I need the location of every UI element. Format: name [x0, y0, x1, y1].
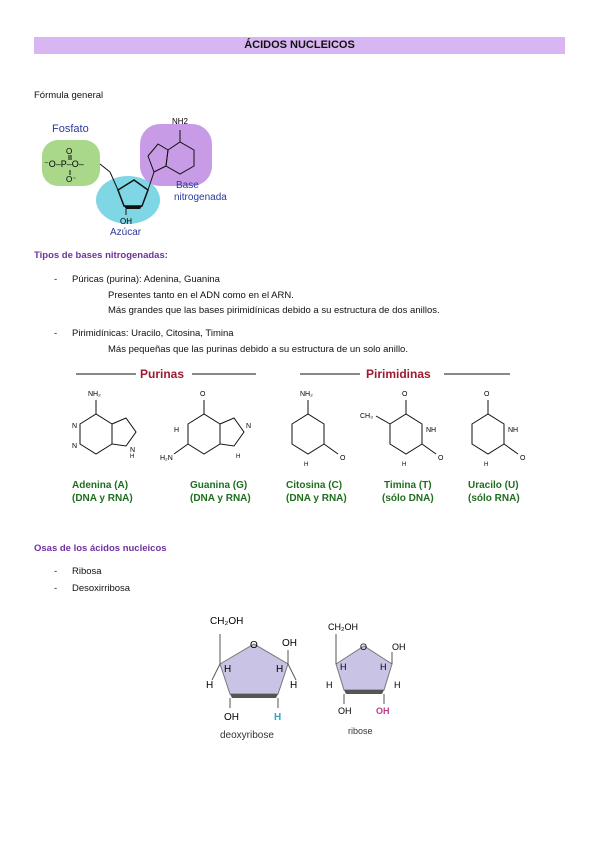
- phosphate-label: Fosfato: [52, 123, 89, 135]
- pirimidinas-label: Pirimidinas: [366, 367, 431, 381]
- svg-text:H: H: [224, 664, 231, 675]
- base-label-2: nitrogenada: [174, 192, 227, 203]
- svg-text:OH: OH: [282, 638, 297, 649]
- ribose-label: ribose: [348, 726, 373, 736]
- bases-item-purines-line-1: Presentes tanto en el ADN como en el ARN…: [108, 290, 294, 301]
- svg-text:H: H: [380, 662, 387, 672]
- base-name: Timina (T): [384, 480, 432, 491]
- bases-item-purines-line-2: Más grandes que las bases pirimidínicas …: [108, 305, 440, 316]
- svg-text:N: N: [246, 423, 251, 430]
- bullet-dash: -: [54, 328, 58, 339]
- base-sub: (DNA y RNA): [190, 493, 251, 504]
- phosphate-blob: [42, 140, 100, 186]
- base-sub: (sólo RNA): [468, 493, 520, 504]
- svg-text:O: O: [250, 640, 258, 651]
- cytosine-structure: [291, 400, 339, 455]
- svg-text:H: H: [206, 680, 213, 691]
- osas-item-ribosa: Ribosa: [72, 566, 102, 577]
- svg-text:N: N: [130, 447, 135, 454]
- svg-text:OH: OH: [392, 642, 406, 652]
- svg-text:H: H: [236, 454, 240, 460]
- svg-text:H: H: [290, 680, 297, 691]
- svg-text:H: H: [340, 662, 347, 672]
- svg-text:NH₂: NH₂: [88, 391, 101, 398]
- svg-text:H: H: [304, 462, 308, 468]
- svg-text:N: N: [72, 443, 77, 450]
- svg-text:H: H: [130, 454, 134, 460]
- svg-text:O: O: [200, 391, 206, 398]
- bases-item-pyrimidines-title: Pirimidínicas: Uracilo, Citosina, Timina: [72, 328, 234, 339]
- general-formula-label: Fórmula general: [34, 90, 104, 101]
- base-sub: (DNA y RNA): [286, 493, 347, 504]
- base-sub: (DNA y RNA): [72, 493, 133, 504]
- adenine-structure: [79, 400, 137, 455]
- base-nh2: NH2: [172, 117, 189, 126]
- svg-text:H: H: [274, 712, 281, 723]
- base-name: Guanina (G): [190, 480, 247, 491]
- bullet-dash: -: [54, 566, 58, 577]
- bases-item-purines-title: Púricas (purina): Adenina, Guanina: [72, 274, 220, 285]
- svg-text:OH: OH: [338, 706, 352, 716]
- svg-text:CH₂OH: CH₂OH: [210, 616, 243, 627]
- svg-text:H: H: [394, 680, 401, 690]
- base-blob: [140, 124, 212, 186]
- svg-text:OH: OH: [224, 712, 239, 723]
- svg-text:H: H: [402, 462, 406, 468]
- svg-text:CH₂OH: CH₂OH: [328, 622, 358, 632]
- base-sub: (sólo DNA): [382, 493, 434, 504]
- svg-text:H: H: [174, 427, 179, 434]
- svg-text:O: O: [340, 455, 346, 462]
- svg-text:O: O: [520, 455, 526, 462]
- sugar-oh: OH: [120, 217, 132, 226]
- purinas-label: Purinas: [140, 367, 184, 381]
- sugar-label: Azúcar: [110, 227, 142, 238]
- base-name: Uracilo (U): [468, 480, 519, 491]
- bullet-dash: -: [54, 274, 58, 285]
- nucleotide-figure: Fosfato Azúcar Base nitrogenada ⁻O–P–O– …: [42, 117, 227, 238]
- bases-figure: Purinas Pirimidinas NH₂ N N N H O H H₂N …: [72, 367, 526, 504]
- base-name: Adenina (A): [72, 480, 128, 491]
- page-title: ÁCIDOS NUCLEICOS: [34, 37, 565, 54]
- bases-item-pyrimidines-line-1: Más pequeñas que las purinas debido a su…: [108, 344, 408, 355]
- ribose-structure: [335, 634, 393, 704]
- uracil-structure: [471, 400, 519, 455]
- bullet-dash: -: [54, 583, 58, 594]
- svg-text:O: O: [402, 391, 408, 398]
- base-label-1: Base: [176, 180, 199, 191]
- svg-text:OH: OH: [376, 706, 390, 716]
- sugars-figure: CH₂OH O OH H H H H OH H deoxyribose CH₂O…: [206, 616, 406, 741]
- svg-text:NH₂: NH₂: [300, 391, 313, 398]
- bases-heading: Tipos de bases nitrogenadas:: [34, 250, 168, 261]
- svg-text:O: O: [438, 455, 444, 462]
- svg-text:O: O: [484, 391, 490, 398]
- deoxyribose-label: deoxyribose: [220, 730, 274, 741]
- svg-text:H: H: [326, 680, 333, 690]
- svg-text:NH: NH: [426, 427, 436, 434]
- svg-text:N: N: [72, 423, 77, 430]
- deoxyribose-structure: [211, 634, 297, 708]
- svg-text:H: H: [484, 462, 488, 468]
- thymine-structure: [375, 400, 437, 455]
- svg-text:NH: NH: [508, 427, 518, 434]
- svg-text:H: H: [276, 664, 283, 675]
- osas-heading: Osas de los ácidos nucleicos: [34, 543, 167, 554]
- osas-item-desoxirribosa: Desoxirribosa: [72, 583, 131, 594]
- guanine-structure: [173, 400, 245, 455]
- svg-text:H₂N: H₂N: [160, 455, 173, 462]
- svg-text:⁻O–P–O–: ⁻O–P–O–: [44, 159, 84, 169]
- svg-text:O⁻: O⁻: [66, 175, 76, 184]
- svg-text:CH₃: CH₃: [360, 413, 373, 420]
- base-name: Citosina (C): [286, 480, 342, 491]
- svg-text:O: O: [66, 147, 72, 156]
- svg-text:O: O: [360, 642, 367, 652]
